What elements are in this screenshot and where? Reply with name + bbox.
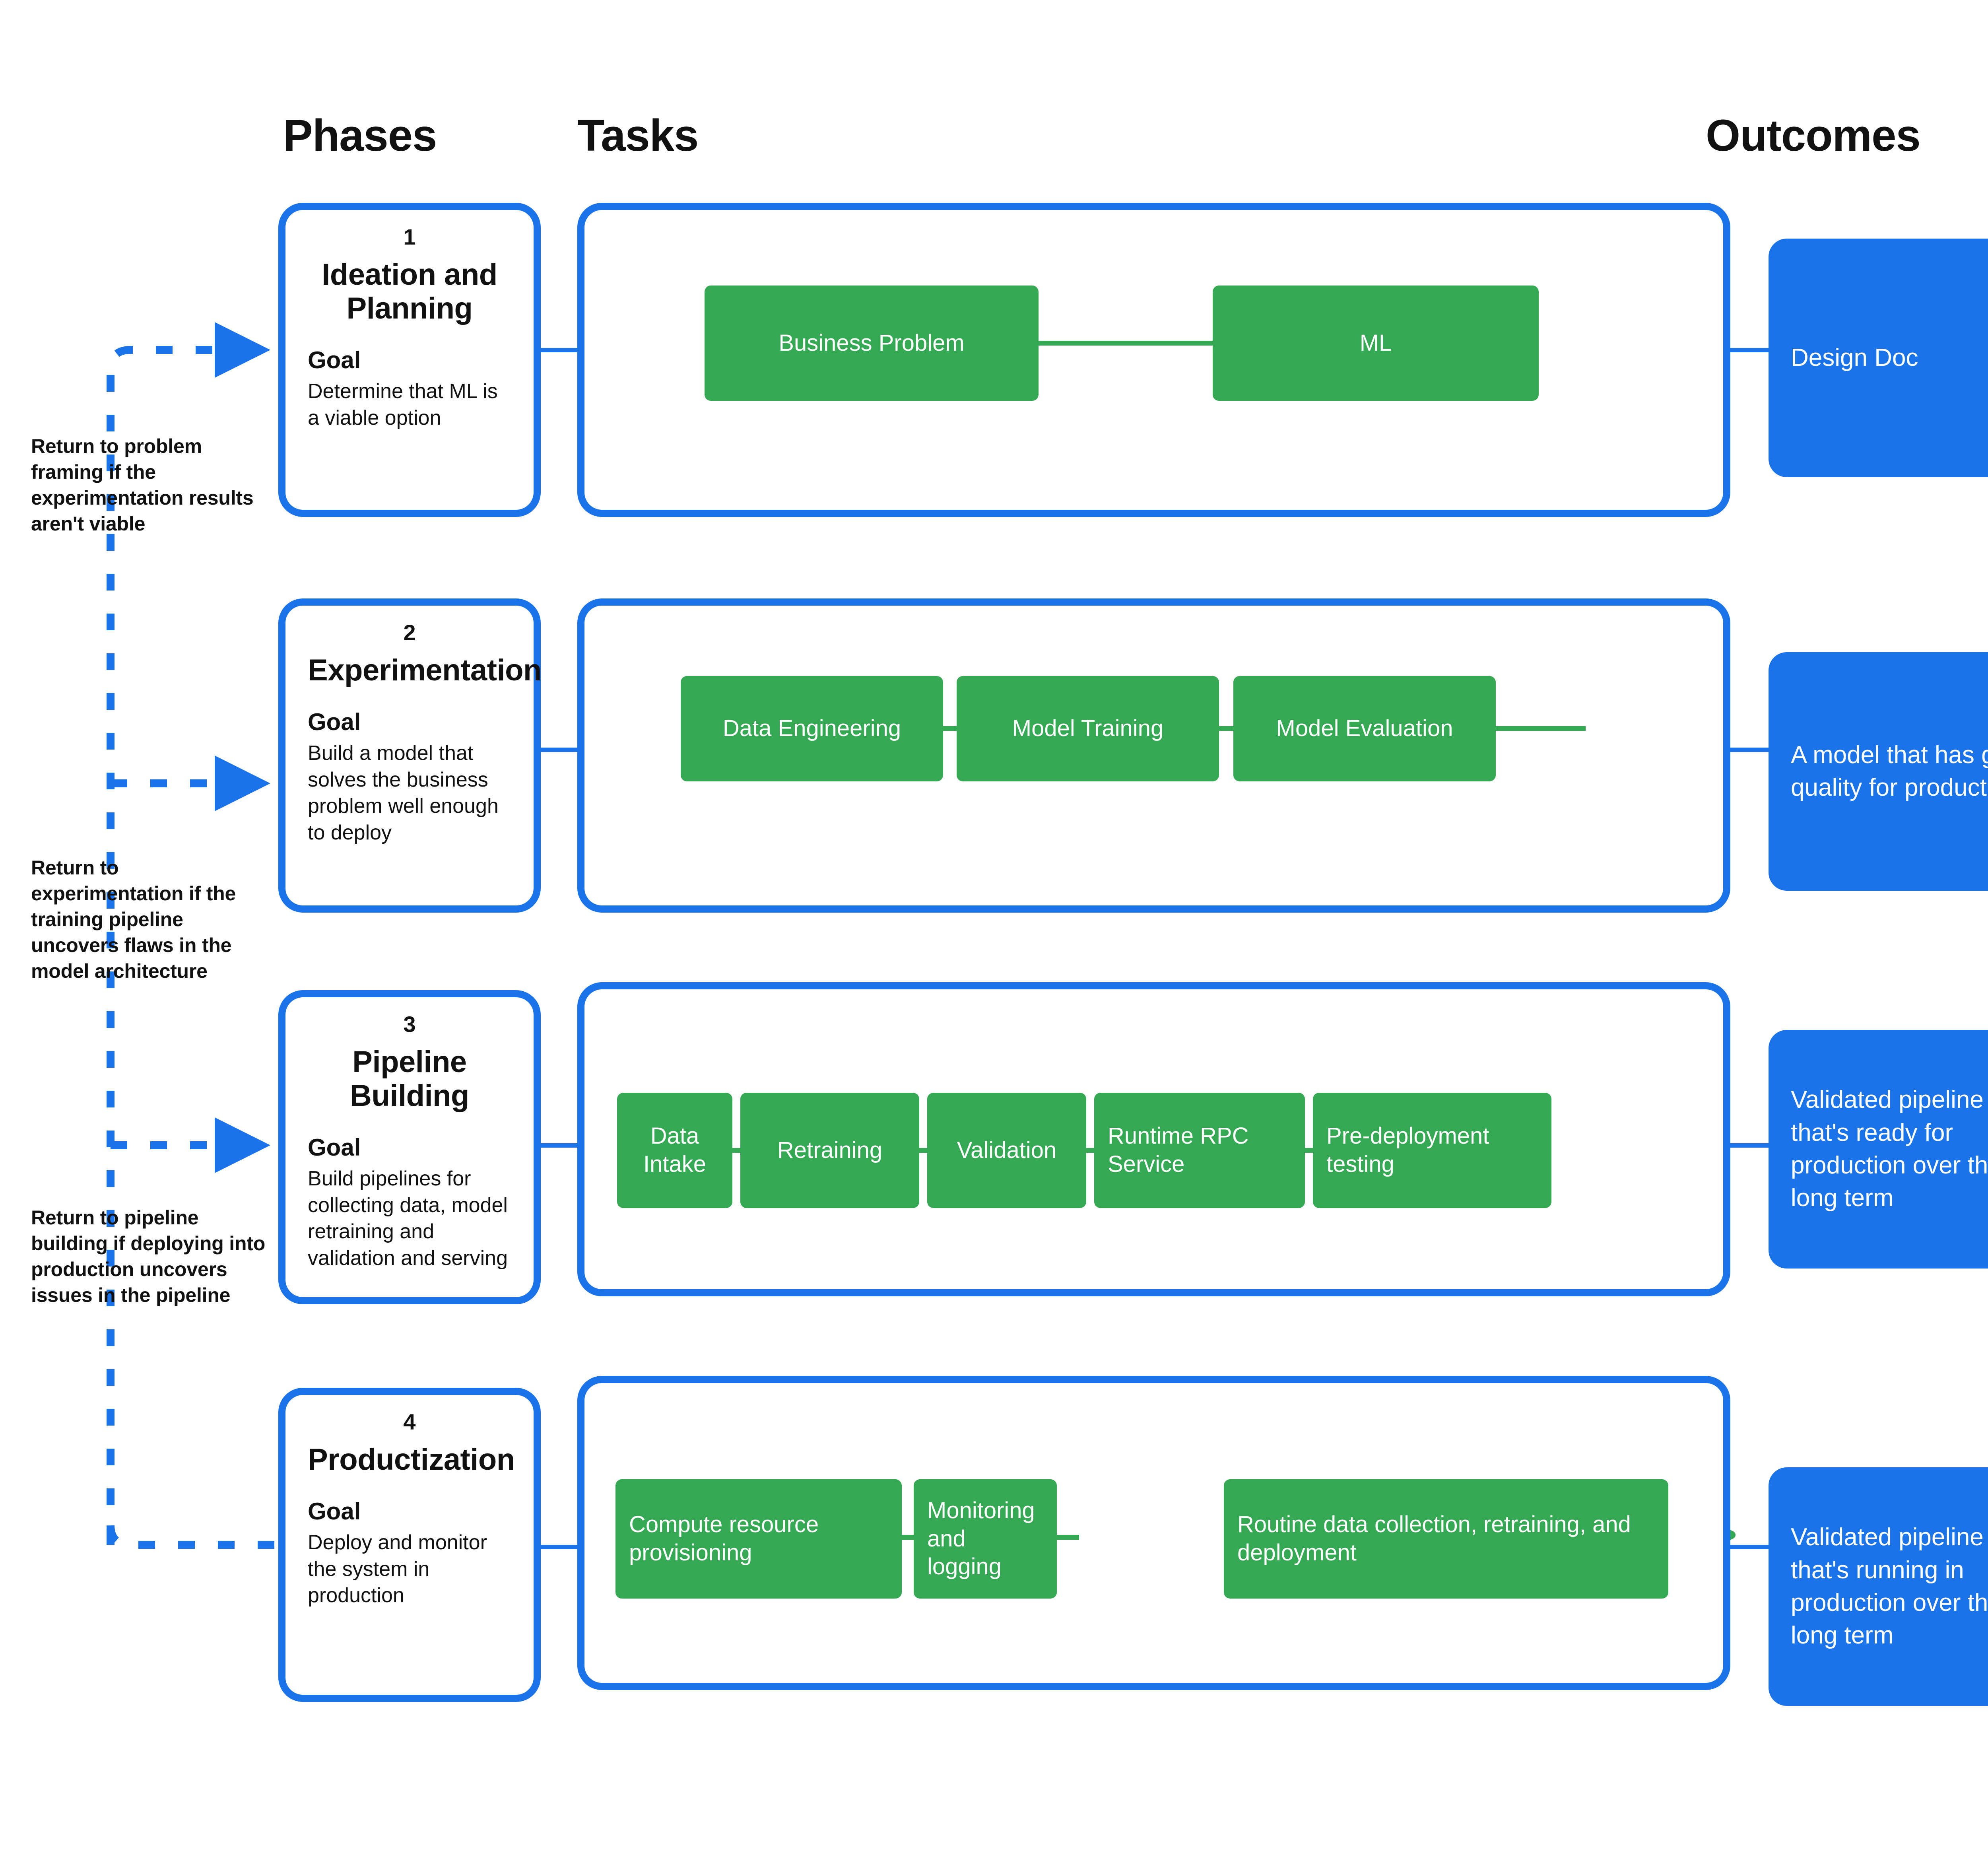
goal-text-2: Build a model that solves the business p… [308,742,499,844]
connector-rpc-pdt [1303,1148,1315,1153]
connector-tasks4-outcome4 [1730,1545,1770,1549]
task-box-pre-deployment-testing[interactable]: Pre-deployment testing [1313,1093,1551,1208]
phase-title-2: Experimentation [308,653,542,687]
goal-label-3: Goal [308,1134,361,1161]
connector-phase3-tasks [540,1143,579,1148]
connector-me-loop [1494,726,1586,731]
phase-title-1: Ideation and Planning [322,258,497,326]
connector-mt-me [1217,726,1235,731]
connector-business-problem-ml [1038,341,1214,346]
phase-title-3: Pipeline Building [350,1045,469,1113]
column-header-tasks: Tasks [577,111,699,160]
phase-goal-block-2: Goal Build a model that solves the busin… [308,709,511,846]
column-header-phases: Phases [283,111,437,160]
task-box-retraining[interactable]: Retraining [740,1093,919,1208]
phase-number-2: 2 [403,620,416,645]
phase-number-3: 3 [403,1012,416,1037]
phase-title-4: Productization [308,1443,515,1476]
task-box-model-evaluation[interactable]: Model Evaluation [1233,676,1496,781]
phase-number-1: 1 [403,224,416,249]
connector-ml-routine [1055,1535,1079,1540]
goal-label-1: Goal [308,347,361,374]
phase-goal-block-1: Goal Determine that ML is a viable optio… [308,348,511,431]
task-box-data-engineering[interactable]: Data Engineering [681,676,943,781]
goal-label-4: Goal [308,1498,361,1525]
phase-goal-block-4: Goal Deploy and monitor the system in pr… [308,1499,511,1609]
outcome-box-3[interactable]: Validated pipeline that's ready for prod… [1769,1030,1988,1269]
column-header-outcomes: Outcomes [1706,111,1921,160]
phase-number-4: 4 [403,1409,416,1434]
task-box-data-intake[interactable]: Data Intake [617,1093,732,1208]
connector-crp-ml [900,1535,916,1540]
connector-phase4-tasks [540,1545,579,1549]
connector-tasks1-outcome1 [1730,348,1770,352]
feedback-note-1: Return to problem framing if the experim… [31,435,254,535]
connector-phase1-tasks [540,348,579,352]
connector-di-rt [731,1148,743,1153]
connector-tasks3-outcome3 [1730,1143,1770,1148]
outcome-box-2[interactable]: A model that has good quality for produc… [1769,652,1988,891]
phase-card-2[interactable]: 2 Experimentation Goal Build a model tha… [278,598,542,913]
task-box-monitoring-and-logging[interactable]: Monitoring and logging [914,1479,1057,1599]
connector-phase2-tasks [540,748,579,752]
task-box-model-training[interactable]: Model Training [957,676,1219,781]
connector-tasks2-outcome2 [1730,748,1770,752]
task-box-validation[interactable]: Validation [927,1093,1086,1208]
outcome-box-1[interactable]: Design Doc [1769,239,1988,477]
phase-goal-block-3: Goal Build pipelines for collecting data… [308,1135,511,1271]
phase-card-1[interactable]: 1 Ideation and Planning Goal Determine t… [278,203,541,517]
goal-text-3: Build pipelines for collecting data, mod… [308,1167,508,1270]
task-box-runtime-rpc-service[interactable]: Runtime RPC Service [1094,1093,1305,1208]
connector-de-mt [942,726,958,731]
task-box-business-problem[interactable]: Business Problem [705,286,1039,401]
task-box-compute-resource-provisioning[interactable]: Compute resource provisioning [615,1479,902,1599]
task-box-routine-data-collection[interactable]: Routine data collection, retraining, and… [1224,1479,1668,1599]
phase-card-4[interactable]: 4 Productization Goal Deploy and monitor… [278,1388,541,1702]
goal-text-1: Determine that ML is a viable option [308,380,498,429]
feedback-note-2: Return to experimentation if the trainin… [31,857,236,982]
goal-text-4: Deploy and monitor the system in product… [308,1531,487,1607]
task-box-ml[interactable]: ML [1213,286,1539,401]
outcome-box-4[interactable]: Validated pipeline that's running in pro… [1769,1467,1988,1706]
goal-label-2: Goal [308,709,361,736]
connector-rt-va [918,1148,930,1153]
phase-card-3[interactable]: 3 Pipeline Building Goal Build pipelines… [278,990,541,1304]
feedback-arrow-from-phase4 [107,1525,274,1549]
connector-va-rpc [1085,1148,1097,1153]
feedback-note-3: Return to pipeline building if deploying… [31,1206,266,1306]
